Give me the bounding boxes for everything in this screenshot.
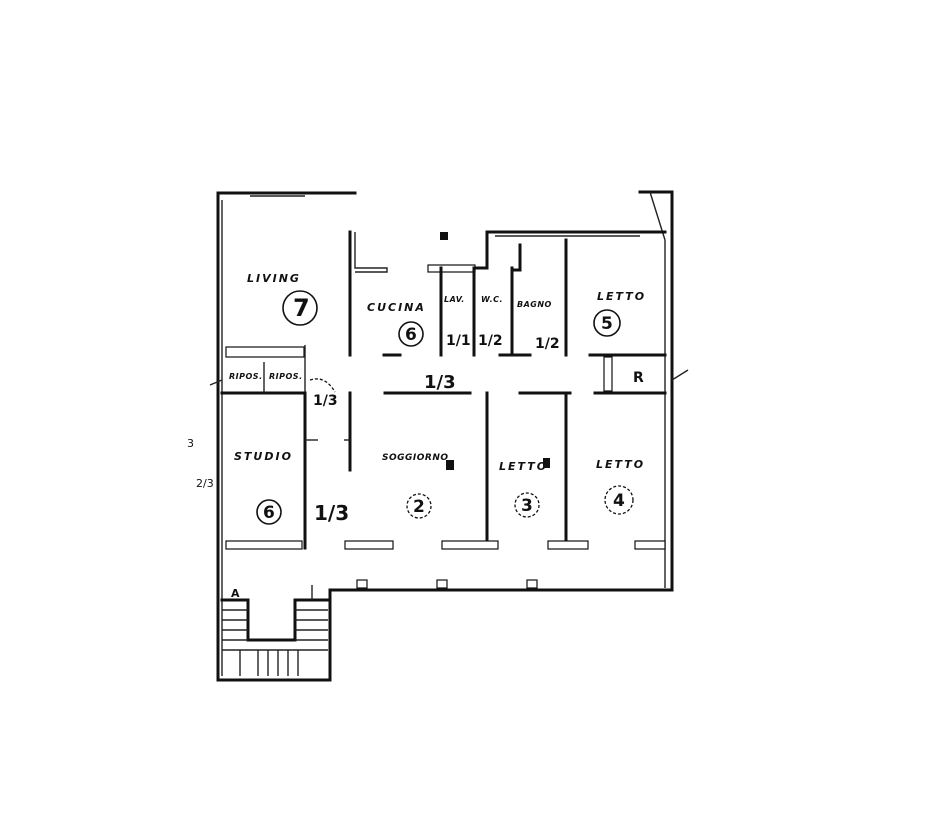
room-label-lavanderia: LAV. xyxy=(444,295,465,304)
marker-square xyxy=(543,458,550,468)
room-number-letto-est: 4 xyxy=(613,491,625,511)
room-label-letto-centro: LETTO xyxy=(499,460,548,473)
marker-square xyxy=(440,232,448,240)
room-label-ripostiglio: RIPOS. xyxy=(229,372,263,381)
room-label-studio: STUDIO xyxy=(234,450,293,463)
room-number-studio: 6 xyxy=(263,503,275,523)
share-fractions: 1/1 1/2 1/2 1/3 1/3 1/3 xyxy=(313,333,560,525)
room-label-letto-est: LETTO xyxy=(596,458,645,471)
room-labels: LIVING CUCINA LAV. W.C. BAGNO LETTO RIPO… xyxy=(229,272,646,473)
room-number-living: 7 xyxy=(293,294,310,322)
margin-marks: 3 2/3 xyxy=(187,369,689,490)
room-label-r: R xyxy=(633,370,644,386)
room-numbers: 7 6 5 6 2 3 4 xyxy=(256,290,634,525)
room-label-cucina: CUCINA xyxy=(367,301,426,314)
room-label-letto-nord: LETTO xyxy=(597,290,646,303)
room-label-soggiorno: SOGGIORNO xyxy=(382,453,449,463)
room-label-living: LIVING xyxy=(247,272,301,285)
marker-square xyxy=(446,460,454,470)
stair-label: A xyxy=(231,587,240,600)
room-number-letto-centro: 3 xyxy=(521,496,533,516)
fraction-corridoio: 1/3 xyxy=(424,372,456,393)
corridor-walls xyxy=(220,345,667,395)
fraction-wc: 1/2 xyxy=(478,333,503,349)
room-label-wc: W.C. xyxy=(481,295,503,304)
fraction-ingresso-alto: 1/3 xyxy=(313,393,338,409)
staircase: A xyxy=(220,585,330,676)
room-number-soggiorno: 2 xyxy=(413,497,425,517)
room-label-ripostiglio-2: RIPOS. xyxy=(269,372,303,381)
room-label-bagno: BAGNO xyxy=(517,300,552,309)
fraction-lav: 1/1 xyxy=(446,333,471,349)
margin-mark-top: 3 xyxy=(187,437,194,450)
fraction-bagno: 1/2 xyxy=(535,336,560,352)
lower-walls xyxy=(225,391,666,550)
service-walls xyxy=(348,230,667,392)
fraction-ingresso-basso: 1/3 xyxy=(314,501,349,525)
room-number-letto-nord: 5 xyxy=(601,314,613,334)
outer-walls xyxy=(216,190,674,682)
room-number-cucina: 6 xyxy=(405,325,417,345)
margin-mark-bottom: 2/3 xyxy=(196,477,214,490)
